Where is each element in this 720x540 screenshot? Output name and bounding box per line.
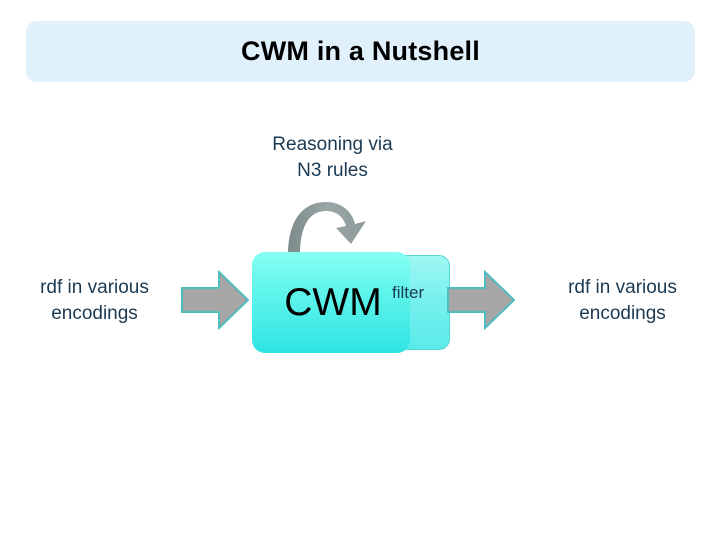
reasoning-caption-line-1: Reasoning via — [272, 134, 393, 155]
output-caption: rdf in various encodings — [535, 275, 710, 327]
cwm-label: CWM — [284, 281, 382, 324]
curved-loop-arrow-icon — [282, 198, 374, 258]
cwm-process-box: CWM — [252, 252, 410, 353]
output-caption-line-2: encodings — [579, 303, 666, 324]
output-caption-line-1: rdf in various — [568, 277, 677, 298]
right-block-arrow-icon-in — [181, 269, 250, 331]
reasoning-caption-line-2: N3 rules — [297, 160, 368, 181]
input-caption-line-2: encodings — [51, 303, 138, 324]
filter-label: filter — [392, 283, 425, 302]
right-block-arrow-icon-out — [447, 269, 516, 331]
input-caption: rdf in various encodings — [7, 275, 182, 327]
page-title: CWM in a Nutshell — [241, 36, 480, 66]
input-caption-line-1: rdf in various — [40, 277, 149, 298]
title-banner: CWM in a Nutshell — [26, 21, 695, 82]
reasoning-caption: Reasoning via N3 rules — [245, 132, 420, 184]
